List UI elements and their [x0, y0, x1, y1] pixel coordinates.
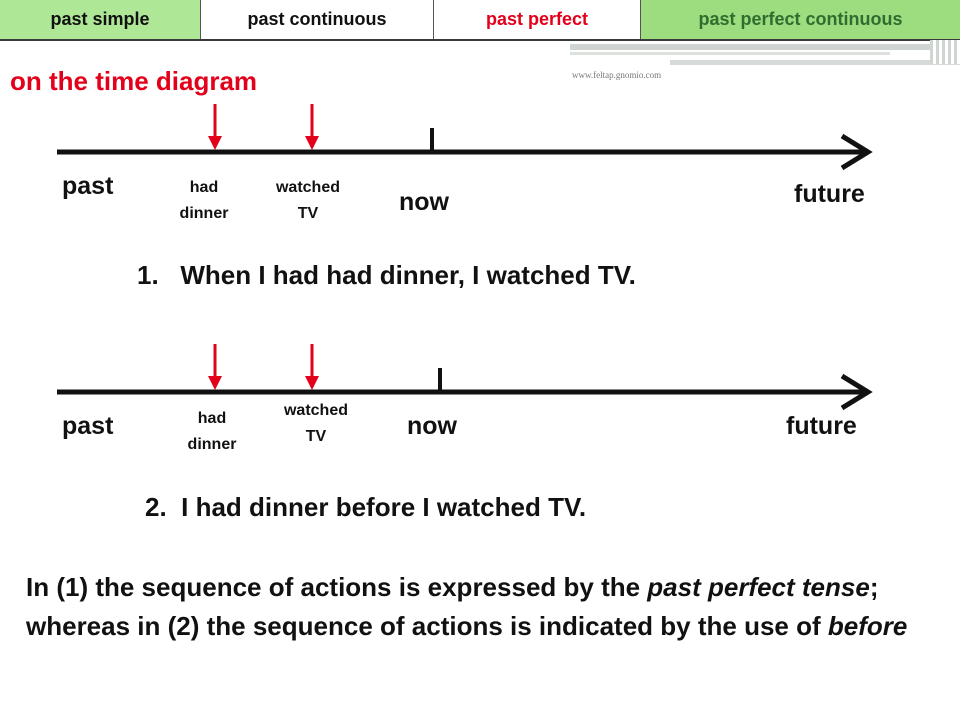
decorative-stripe — [570, 52, 890, 55]
timeline-2-arrowhead — [840, 373, 873, 411]
sentence-2-number: 2. — [145, 492, 167, 522]
explanation-term-past-perfect: past perfect tense — [647, 572, 870, 602]
slide-subtitle: on the time diagram — [10, 66, 258, 96]
timeline-1-label-had-dinner: had dinner — [172, 175, 236, 227]
timeline-1-arrowhead — [840, 133, 873, 171]
timeline-2-label-had-dinner: had dinner — [180, 406, 244, 458]
timeline-1 — [57, 104, 873, 171]
explanation-part-1: In (1) the sequence of actions is expres… — [26, 572, 648, 602]
timeline-1-marker-had-dinner — [208, 104, 222, 150]
timeline-2-label-past: past — [62, 412, 114, 440]
tab-past-simple[interactable]: past simple — [0, 0, 201, 39]
decorative-stripe — [670, 60, 960, 65]
tab-past-perfect-continuous[interactable]: past perfect continuous — [641, 0, 960, 39]
tense-tab-bar: past simple past continuous past perfect… — [0, 0, 960, 41]
timeline-2-marker-watched-tv — [305, 344, 319, 390]
timeline-1-label-watched-tv: watched TV — [266, 175, 350, 227]
sentence-1-number: 1. — [137, 260, 159, 290]
timeline-1-label-dinner: dinner — [179, 205, 229, 222]
timeline-1-label-tv: TV — [297, 205, 319, 222]
tab-past-perfect[interactable]: past perfect — [434, 0, 641, 39]
sentence-2: 2. I had dinner before I watched TV. — [145, 492, 586, 523]
timeline-2-label-now: now — [407, 412, 457, 440]
watermark-url: www.feltap.gnomio.com — [572, 70, 662, 80]
timeline-1-marker-watched-tv — [305, 104, 319, 150]
sentence-1-text: When I had had dinner, I watched TV. — [180, 260, 636, 290]
timeline-1-label-future: future — [794, 180, 865, 208]
timeline-2-label-watched-tv: watched TV — [274, 398, 358, 450]
explanation-part-2: ; whereas in (2) the sequence of actions… — [26, 572, 879, 641]
timeline-2-label-had: had — [197, 410, 227, 427]
tab-past-continuous[interactable]: past continuous — [201, 0, 434, 39]
timeline-2-marker-had-dinner — [208, 344, 222, 390]
sentence-1: 1. When I had had dinner, I watched TV. — [137, 260, 636, 291]
sentence-2-text: I had dinner before I watched TV. — [181, 492, 587, 522]
explanation-paragraph: In (1) the sequence of actions is expres… — [26, 568, 926, 646]
timeline-2-label-future: future — [786, 412, 857, 440]
decorative-stripe-pattern — [930, 40, 960, 64]
decorative-stripe — [570, 44, 930, 50]
timeline-2-label-dinner: dinner — [187, 436, 237, 453]
timeline-2-label-watched: watched — [283, 402, 348, 419]
timeline-1-label-watched: watched — [275, 179, 340, 196]
timeline-1-label-past: past — [62, 172, 114, 200]
timeline-2-label-tv: TV — [305, 428, 327, 445]
explanation-term-before: before — [827, 611, 908, 641]
timeline-1-label-now: now — [399, 188, 449, 216]
timeline-2 — [57, 344, 873, 411]
timeline-1-label-had: had — [189, 179, 219, 196]
